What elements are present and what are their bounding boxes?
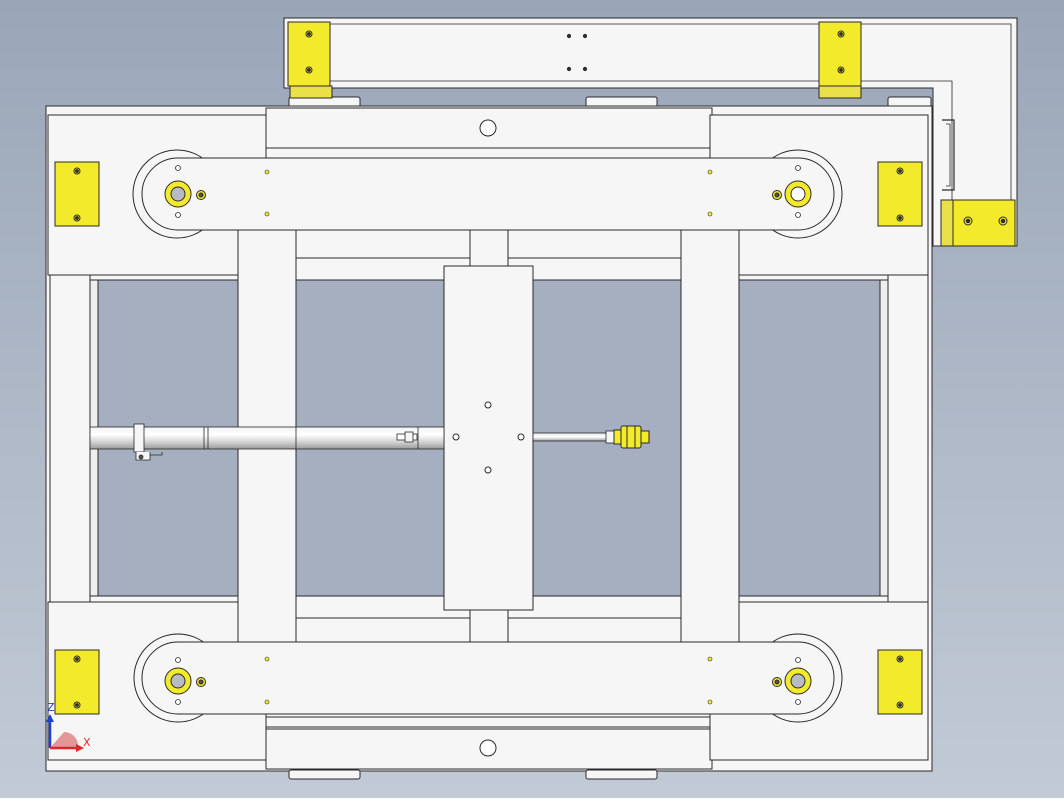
axis-triad-icon: Z X [46, 701, 91, 752]
corner-bracket [54, 161, 100, 227]
axis-x-label: X [83, 736, 91, 749]
axis-z-label: Z [47, 701, 55, 714]
wheel-hub [164, 180, 206, 208]
wheel-hub [772, 180, 812, 208]
corner-bracket [877, 161, 923, 227]
beam-hole [479, 739, 497, 757]
corner-bracket [877, 649, 923, 715]
beam-hole [479, 119, 497, 137]
yellow-bracket [818, 21, 862, 99]
pneumatic-cylinder [89, 423, 617, 461]
yellow-bracket [287, 21, 333, 99]
bottom-tab [288, 769, 361, 780]
yellow-bracket [940, 199, 1016, 247]
center-plate-holes [452, 401, 525, 474]
wheel-plate-top [141, 157, 835, 231]
wheel-plate-bottom [141, 641, 835, 715]
rod-end-nut [613, 425, 650, 449]
corner-bracket [54, 649, 100, 715]
plate-bolt-dots [264, 169, 713, 705]
wheel-hub [164, 667, 206, 695]
bottom-tab [585, 769, 658, 780]
plate-screws [175, 165, 801, 705]
vertical-strut [680, 225, 740, 651]
wheel-hub [772, 667, 812, 695]
